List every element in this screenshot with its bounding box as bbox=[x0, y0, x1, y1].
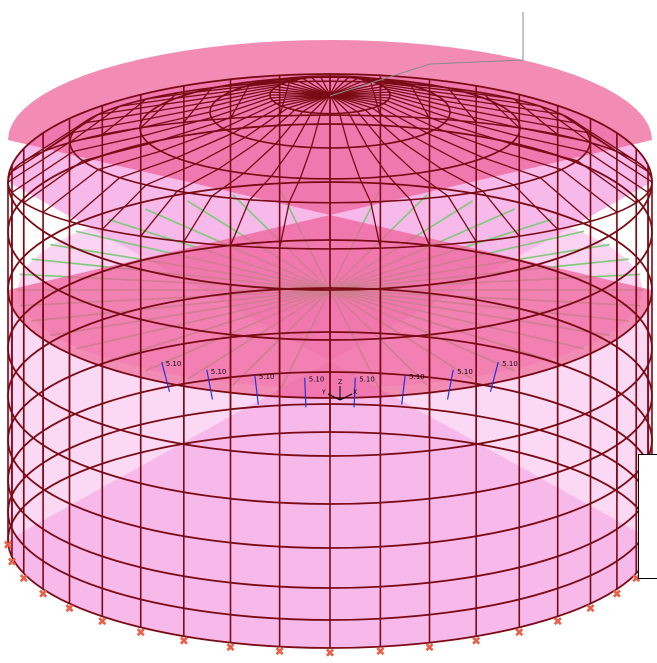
load-value-label: 5.10 bbox=[359, 376, 375, 384]
dome-meridian bbox=[42, 94, 331, 213]
load-arrow bbox=[353, 377, 356, 408]
load-value-label: 5.10 bbox=[409, 373, 425, 381]
load-arrow bbox=[206, 369, 214, 400]
side-panel-box bbox=[638, 454, 657, 579]
dome-meridian bbox=[140, 79, 331, 129]
load-arrow bbox=[254, 374, 259, 405]
dome-meridian bbox=[329, 94, 618, 213]
dome-meridian bbox=[329, 94, 520, 237]
dome-meridian bbox=[183, 77, 331, 123]
dome-meridian bbox=[329, 76, 431, 119]
axis-x-label: X bbox=[353, 389, 357, 396]
load-value-label: 5.10 bbox=[211, 368, 227, 376]
axis-y bbox=[327, 393, 341, 401]
dome-meridian bbox=[329, 94, 649, 194]
support-marker: ✖ bbox=[19, 571, 29, 585]
dome-meridian bbox=[229, 76, 331, 119]
dome-meridian bbox=[329, 94, 477, 243]
support-marker: ✖ bbox=[514, 625, 524, 639]
load-arrow bbox=[161, 361, 171, 392]
support-marker: ✖ bbox=[225, 641, 235, 655]
support-marker: ✖ bbox=[425, 641, 435, 655]
support-marker: ✖ bbox=[275, 645, 285, 659]
dome-meridian bbox=[69, 94, 331, 222]
dome-meridian bbox=[101, 94, 331, 230]
support-marker: ✖ bbox=[375, 645, 385, 659]
dome-meridian bbox=[329, 94, 431, 246]
support-marker: ✖ bbox=[136, 625, 146, 639]
support-marker: ✖ bbox=[586, 601, 596, 615]
support-marker: ✖ bbox=[7, 555, 17, 569]
dome-meridian bbox=[329, 94, 591, 222]
axis-y-label: Y bbox=[321, 389, 326, 396]
support-marker: ✖ bbox=[3, 538, 13, 552]
dome-meridian bbox=[183, 94, 331, 243]
support-marker: ✖ bbox=[612, 587, 622, 601]
dome-meridian bbox=[329, 81, 559, 136]
load-arrow bbox=[489, 361, 499, 392]
load-arrow bbox=[446, 369, 454, 400]
dome-meridian bbox=[23, 88, 331, 162]
dome-meridian bbox=[279, 75, 331, 117]
support-marker: ✖ bbox=[325, 646, 335, 659]
dome-meridian bbox=[329, 88, 637, 162]
dome-meridian bbox=[329, 85, 618, 153]
load-arrow bbox=[401, 374, 406, 405]
dome-meridian bbox=[101, 81, 331, 136]
support-marker: ✖ bbox=[179, 634, 189, 648]
dome-meridian bbox=[329, 94, 559, 230]
load-value-label: 5.10 bbox=[502, 360, 518, 368]
dome-meridian bbox=[11, 91, 331, 173]
dome-meridian bbox=[329, 94, 382, 249]
support-marker: ✖ bbox=[471, 634, 481, 648]
dome-meridian bbox=[42, 85, 331, 153]
dome-meridian bbox=[229, 94, 331, 246]
support-marker: ✖ bbox=[97, 614, 107, 628]
dome-meridian bbox=[329, 91, 649, 173]
load-value-label: 5.10 bbox=[166, 360, 182, 368]
support-marker: ✖ bbox=[631, 571, 641, 585]
support-marker: ✖ bbox=[553, 614, 563, 628]
load-value-label: 5.10 bbox=[457, 368, 473, 376]
load-arrow bbox=[304, 377, 307, 408]
axis-z-label: Z bbox=[338, 379, 342, 386]
support-marker: ✖ bbox=[38, 587, 48, 601]
dome-meridian bbox=[140, 94, 331, 237]
reference-line bbox=[329, 12, 524, 97]
load-value-label: 5.10 bbox=[259, 373, 275, 381]
axis-x bbox=[339, 393, 353, 401]
support-marker: ✖ bbox=[64, 601, 74, 615]
dome-meridian bbox=[69, 83, 331, 144]
dome-meridian bbox=[278, 94, 331, 249]
dome-meridian bbox=[11, 94, 331, 194]
load-value-label: 5.10 bbox=[309, 376, 325, 384]
